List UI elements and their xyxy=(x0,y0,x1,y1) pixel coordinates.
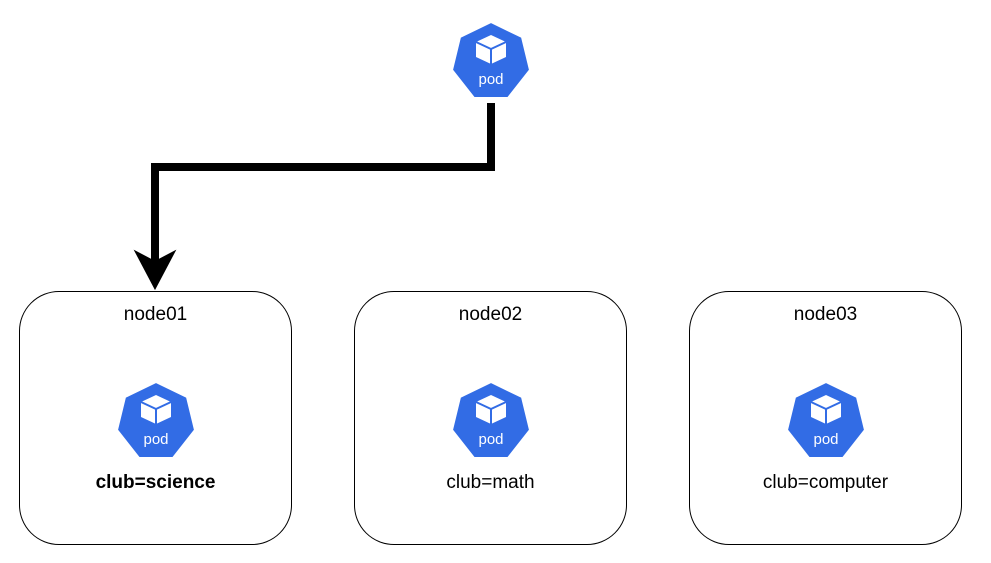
pod-label: pod xyxy=(478,71,503,88)
cube-icon xyxy=(810,395,842,424)
scheduled-pod[interactable]: pod xyxy=(449,380,533,462)
node-box-node03[interactable]: node03 pod club=computer xyxy=(689,291,962,545)
cube-icon xyxy=(475,35,507,64)
scheduled-pod[interactable]: pod xyxy=(784,380,868,462)
cube-icon xyxy=(140,395,172,424)
kubernetes-pod-icon: pod xyxy=(451,381,531,459)
cube-icon xyxy=(475,395,507,424)
node-title: node02 xyxy=(458,304,523,325)
pod-label: pod xyxy=(478,431,503,448)
pod-label: pod xyxy=(813,431,838,448)
pod-label: pod xyxy=(143,431,168,448)
kubernetes-pod-icon: pod xyxy=(786,381,866,459)
node-box-node02[interactable]: node02 pod club=math xyxy=(354,291,627,545)
node-label-club: club=math xyxy=(446,472,535,493)
unscheduled-pod[interactable]: pod xyxy=(449,20,533,102)
node-box-node01[interactable]: node01 pod club=science xyxy=(19,291,292,545)
node-label-club: club=science xyxy=(95,472,216,493)
kubernetes-pod-icon: pod xyxy=(451,21,531,99)
node-title: node01 xyxy=(123,304,188,325)
kubernetes-pod-icon: pod xyxy=(116,381,196,459)
node-label-club: club=computer xyxy=(762,472,889,493)
node-title: node03 xyxy=(793,304,858,325)
scheduled-pod[interactable]: pod xyxy=(114,380,198,462)
